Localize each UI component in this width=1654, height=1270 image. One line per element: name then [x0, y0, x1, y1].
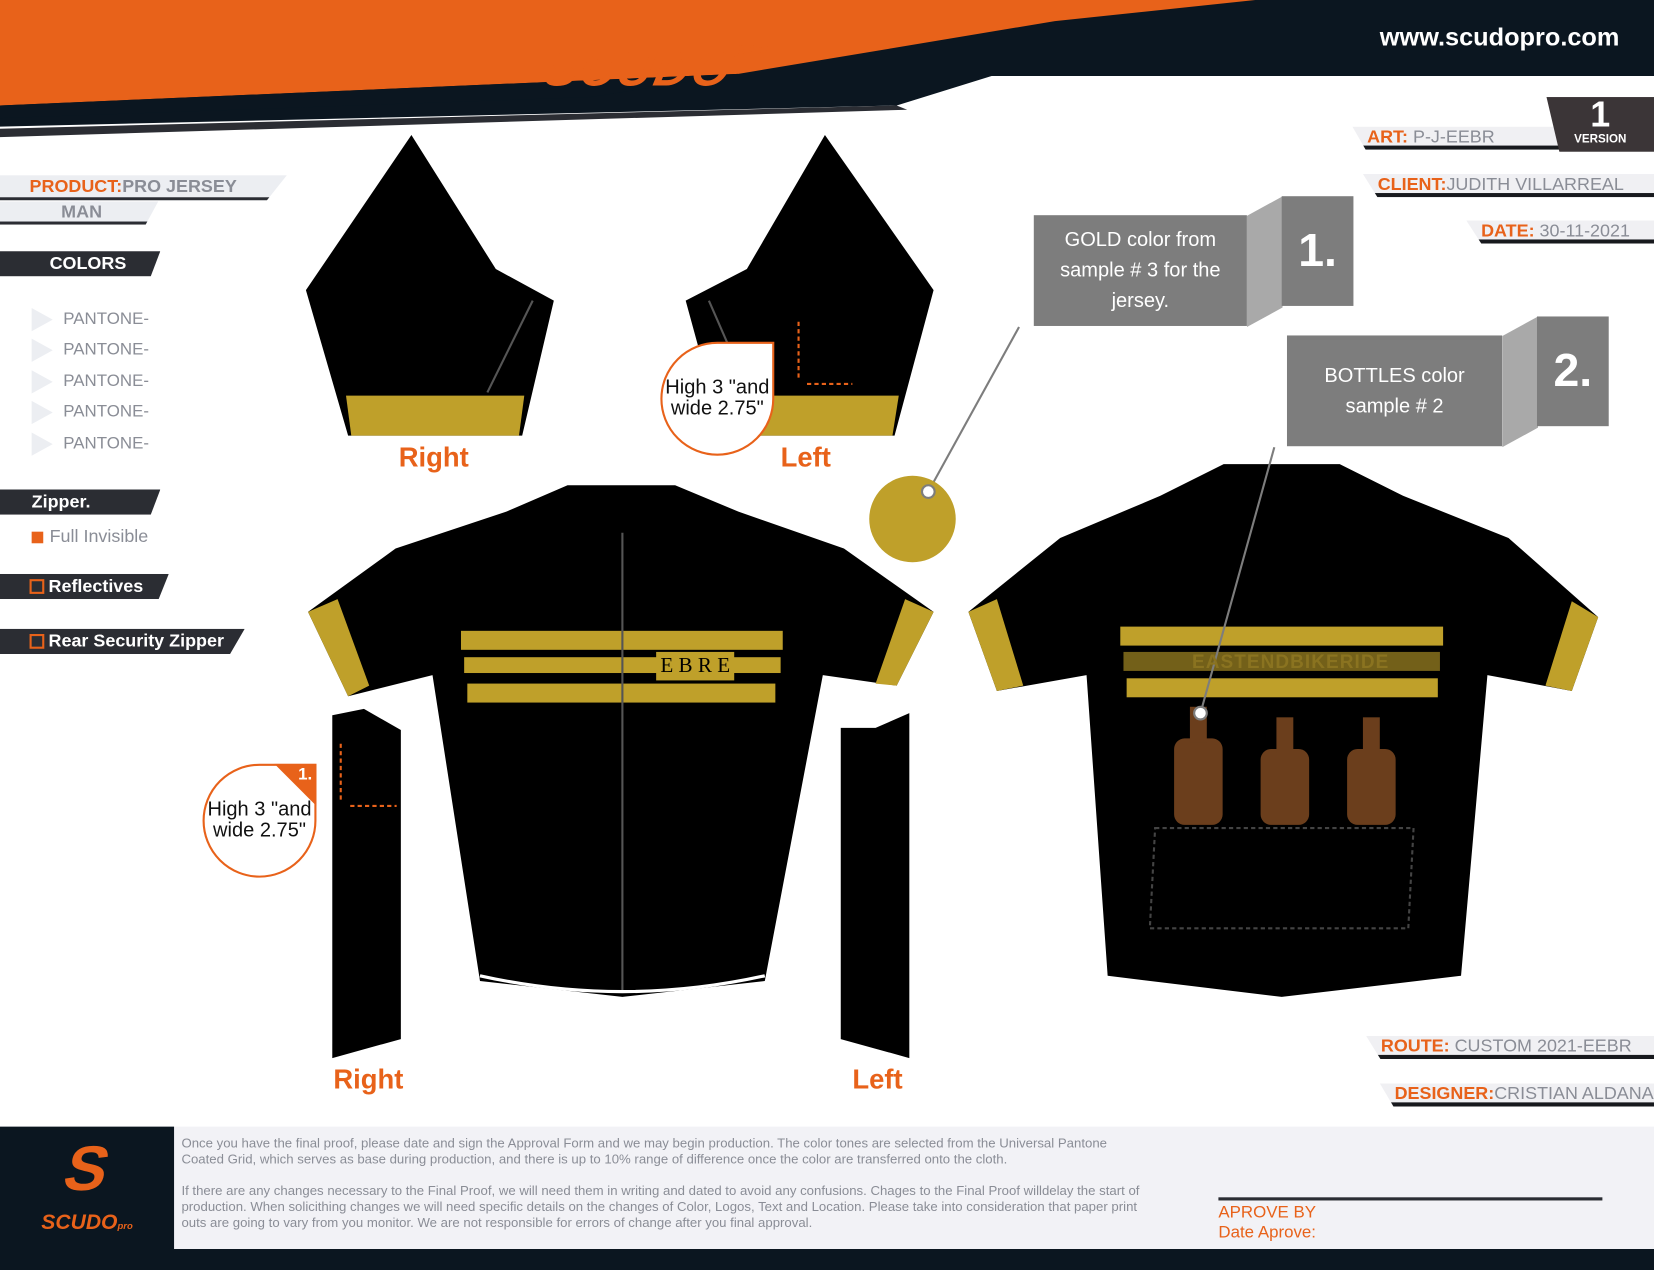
checkbox[interactable]: [29, 579, 45, 594]
website-link[interactable]: www.scudopro.com: [1379, 23, 1620, 52]
sleeve-left-label: Left: [780, 440, 831, 473]
product-gender: MAN: [0, 201, 159, 225]
bottle-icon: [1260, 717, 1310, 825]
checkbox[interactable]: [29, 633, 45, 649]
approve-by-label: APROVE BY: [1218, 1203, 1316, 1222]
footer-logo: S SCUDOpro: [0, 1126, 175, 1250]
back-text: EASTENDBIKERIDE: [1192, 650, 1390, 672]
callout-gold: GOLD color from sample # 3 for the jerse…: [1033, 215, 1247, 326]
gold-color-swatch: [869, 475, 956, 563]
signature-line[interactable]: [1218, 1197, 1603, 1201]
callout-number: 1.: [1281, 196, 1354, 306]
colors-heading: COLORS: [0, 251, 161, 277]
footer: S SCUDOpro Once you have the final proof…: [0, 1126, 1654, 1270]
version-badge: 1 VERSION: [1546, 97, 1654, 152]
bullet-square-icon: [31, 531, 44, 543]
triangle-icon: [31, 370, 53, 394]
sleeve-right-label: Right: [398, 440, 469, 473]
reflectives-option[interactable]: Reflectives: [0, 573, 169, 600]
jersey-front: [308, 485, 934, 997]
arm-left: [840, 713, 910, 1059]
art-field: ART: P-J-EEBR: [1352, 126, 1574, 150]
arm-left-label: Left: [852, 1063, 903, 1095]
size-note-bubble: High 3 "and wide 2.75": [660, 341, 775, 456]
route-field: ROUTE: CUSTOM 2021-EEBR: [1366, 1035, 1654, 1060]
client-field: CLIENT:JUDITH VILLARREAL: [1362, 174, 1654, 198]
product-field: PRODUCT:PRO JERSEY: [0, 175, 287, 201]
zipper-option: Full Invisible: [31, 526, 149, 547]
arm-right: [332, 708, 401, 1059]
jersey-drawings: [305, 135, 1599, 1059]
zipper-heading: Zipper.: [0, 489, 161, 515]
triangle-icon: [31, 400, 53, 425]
pantone-item: PANTONE-: [31, 432, 149, 456]
header-banner: [0, 0, 1654, 138]
triangle-icon: [31, 432, 53, 456]
size-note-bubble: High 3 "and wide 2.75" 1.: [202, 763, 317, 878]
pantone-item: PANTONE-: [31, 308, 149, 332]
sleeve-right: [305, 135, 554, 436]
disclaimer-text: If there are any changes necessary to th…: [181, 1183, 1140, 1231]
pantone-item: PANTONE-: [31, 400, 149, 425]
designer-field: DESIGNER:CRISTIAN ALDANA: [1379, 1083, 1654, 1107]
jersey-back: [968, 464, 1599, 997]
callout-line: [927, 326, 1020, 493]
callout-number: 2.: [1536, 316, 1609, 427]
scudo-mark-icon: S: [56, 1132, 118, 1204]
triangle-icon: [31, 308, 53, 332]
dimension-arrows: [339, 321, 853, 807]
bottle-icon: [1347, 717, 1396, 825]
disclaimer-text: Once you have the final proof, please da…: [181, 1136, 1107, 1167]
callout-bottles: BOTTLES color sample # 2: [1286, 335, 1503, 447]
rear-zipper-option[interactable]: Rear Security Zipper: [0, 628, 245, 655]
pantone-item: PANTONE-: [31, 370, 149, 394]
date-approve-label: Date Aprove:: [1218, 1223, 1316, 1242]
arm-right-label: Right: [333, 1063, 404, 1095]
pantone-item: PANTONE-: [31, 338, 149, 362]
callout-line: [1199, 446, 1276, 714]
triangle-icon: [31, 338, 53, 362]
date-field: DATE: 30-11-2021: [1466, 220, 1654, 244]
eebr-logo: E B R E: [656, 651, 735, 681]
